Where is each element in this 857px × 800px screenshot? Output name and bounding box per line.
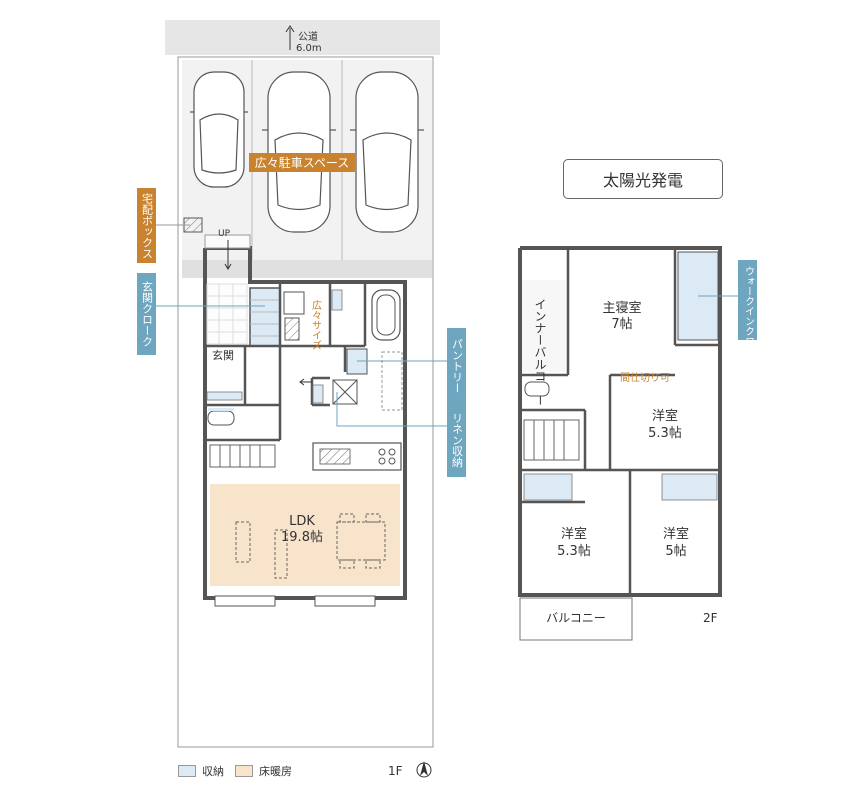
inner-balcony-label: インナーバルコニー <box>533 298 547 406</box>
public-road <box>165 20 440 55</box>
linen-tag <box>447 402 466 477</box>
car-icon <box>350 71 424 233</box>
house-walls-2f <box>518 246 722 597</box>
balcony <box>519 597 633 641</box>
master-name: 主寝室 <box>602 300 641 316</box>
parking-tag <box>249 153 355 172</box>
master-size: 7帖 <box>611 317 632 332</box>
legend-storage-label: 収納 <box>202 765 224 778</box>
ldk-furniture <box>235 513 386 579</box>
car-icon <box>190 71 248 188</box>
ldk-floor-heating <box>210 484 400 586</box>
legend-storage: 収納 <box>178 763 224 779</box>
window <box>314 595 376 607</box>
sw-room-size: 5.3帖 <box>557 544 591 559</box>
wide-size-label: 広々サイズ <box>310 299 322 350</box>
window <box>214 595 276 607</box>
balcony-label: バルコニー <box>546 611 606 625</box>
partition-label: 間仕切り可 <box>620 371 670 384</box>
genkan-label: 玄関 <box>212 348 234 362</box>
delivery-box-tag <box>137 188 156 263</box>
solar-label: 太陽光発電 <box>602 171 683 190</box>
west-room-size: 5.3帖 <box>648 426 682 441</box>
entrance-cloak-storage <box>249 287 281 347</box>
genkan-tiles <box>206 283 248 345</box>
west-room-name: 洋室 <box>652 408 678 424</box>
interior-walls-2f <box>520 248 720 595</box>
car-icon <box>262 71 336 233</box>
staircase-1f <box>209 444 276 468</box>
washer-icon <box>284 317 300 341</box>
toilet-icon <box>524 381 550 397</box>
sink-icon <box>319 448 351 465</box>
legend-storage-swatch <box>178 765 196 777</box>
road-label: 公道 <box>298 30 318 43</box>
pantry-label: パントリー <box>451 338 464 393</box>
walkin-tag <box>738 260 757 340</box>
legend-floor-heating: 床暖房 <box>235 763 292 779</box>
staircase-2f <box>523 419 580 461</box>
entrance-cloak-label: 玄関クローク <box>141 280 154 347</box>
up-label: UP <box>218 229 231 239</box>
north-arrow-icon <box>416 761 432 778</box>
pantry-tag <box>447 328 466 403</box>
se-room-name: 洋室 <box>663 526 689 542</box>
floor-1f-label: 1F <box>388 764 403 778</box>
solar-power-box: 太陽光発電 <box>563 159 723 199</box>
road-width: 6.0m <box>296 43 322 54</box>
linen-label: リネン収納 <box>451 413 464 469</box>
se-room-size: 5帖 <box>665 544 686 559</box>
ldk-name: LDK <box>289 514 315 529</box>
entrance-cloak-tag <box>137 273 156 355</box>
bathtub-icon <box>371 289 401 341</box>
legend-heating-swatch <box>235 765 253 777</box>
floor-2f-label: 2F <box>703 611 718 625</box>
sw-room-name: 洋室 <box>561 526 587 542</box>
interior-walls-1f <box>205 284 367 442</box>
site-boundary <box>177 56 434 748</box>
walkin-label: ウォークインクローゼット <box>743 266 755 386</box>
toilet-icon <box>207 410 235 426</box>
delivery-box-label: 宅配ボックス <box>141 192 154 259</box>
legend-heating-label: 床暖房 <box>259 765 292 778</box>
ldk-size: 19.8帖 <box>281 530 323 545</box>
washbasin-icon <box>283 291 305 315</box>
parking-label: 広々駐車スペース <box>255 155 350 170</box>
